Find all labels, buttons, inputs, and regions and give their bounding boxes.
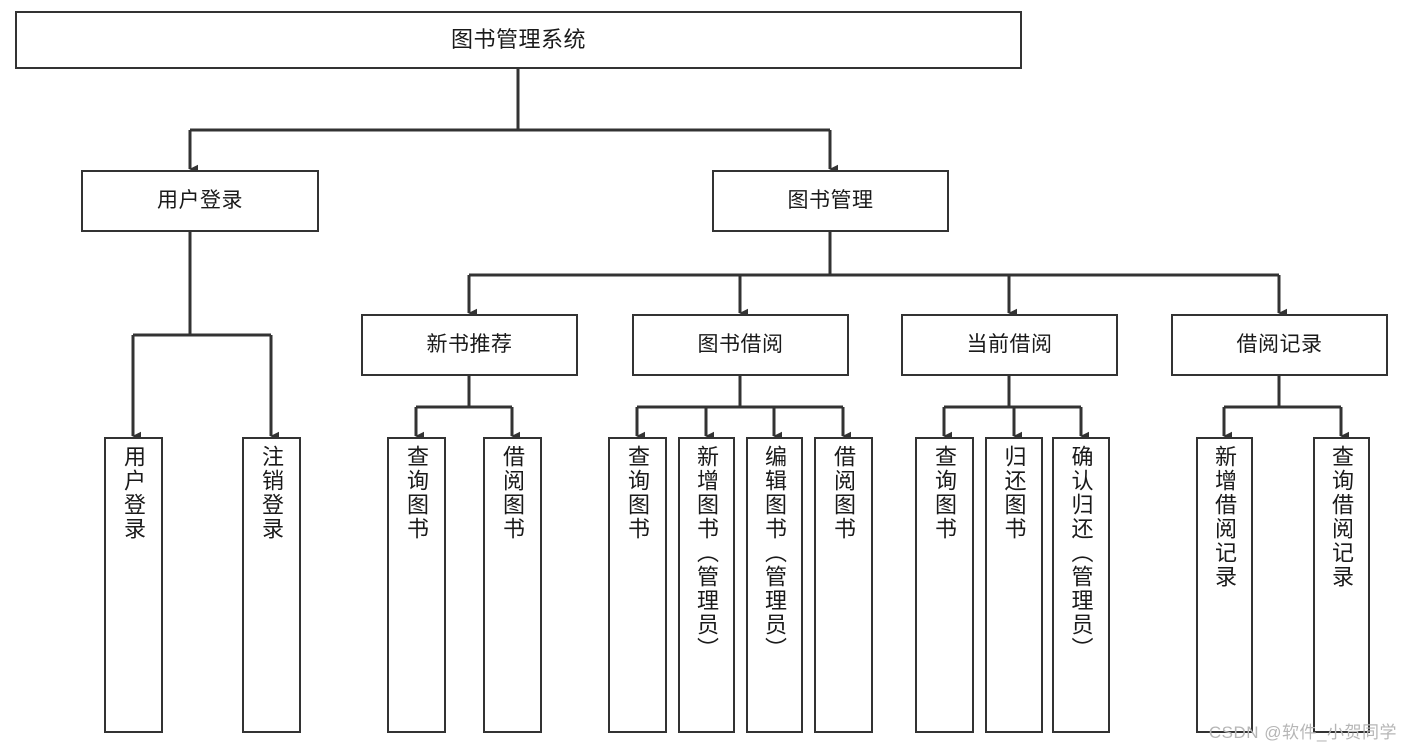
node-label: 用户登录 (121, 445, 147, 541)
node-level2-0[interactable]: 新书推荐 (361, 314, 578, 376)
watermark-text: CSDN @软件_小贺同学 (1208, 723, 1397, 742)
node-label: 查询图书 (932, 445, 958, 541)
node-leaf-2[interactable]: 查询图书 (387, 437, 446, 733)
node-level2-3[interactable]: 借阅记录 (1171, 314, 1388, 376)
node-label: 注销登录 (259, 445, 285, 541)
node-label: 借阅记录 (1236, 333, 1323, 357)
node-leaf-7[interactable]: 借阅图书 (814, 437, 873, 733)
node-leaf-0[interactable]: 用户登录 (104, 437, 163, 733)
node-label: 新增图书（管理员） (694, 445, 720, 661)
node-label: 新书推荐 (426, 333, 513, 357)
node-level2-1[interactable]: 图书借阅 (632, 314, 849, 376)
node-leaf-10[interactable]: 确认归还（管理员） (1052, 437, 1110, 733)
node-leaf-1[interactable]: 注销登录 (242, 437, 301, 733)
node-level2-2[interactable]: 当前借阅 (901, 314, 1118, 376)
node-root[interactable]: 图书管理系统 (15, 11, 1022, 69)
node-label: 查询图书 (404, 445, 430, 541)
node-level1-1[interactable]: 图书管理 (712, 170, 949, 232)
node-label: 图书管理系统 (450, 26, 586, 52)
node-label: 当前借阅 (966, 333, 1053, 357)
node-leaf-6[interactable]: 编辑图书（管理员） (746, 437, 803, 733)
node-leaf-9[interactable]: 归还图书 (985, 437, 1043, 733)
node-leaf-5[interactable]: 新增图书（管理员） (678, 437, 735, 733)
node-label: 确认归还（管理员） (1068, 445, 1094, 661)
node-label: 借阅图书 (500, 445, 526, 541)
node-label: 查询图书 (625, 445, 651, 541)
node-leaf-8[interactable]: 查询图书 (915, 437, 974, 733)
node-leaf-12[interactable]: 查询借阅记录 (1313, 437, 1370, 733)
node-leaf-3[interactable]: 借阅图书 (483, 437, 542, 733)
node-label: 图书借阅 (697, 333, 784, 357)
node-leaf-11[interactable]: 新增借阅记录 (1196, 437, 1253, 733)
node-level1-0[interactable]: 用户登录 (81, 170, 319, 232)
node-label: 编辑图书（管理员） (762, 445, 788, 661)
node-label: 新增借阅记录 (1212, 445, 1238, 589)
node-label: 查询借阅记录 (1329, 445, 1355, 589)
node-leaf-4[interactable]: 查询图书 (608, 437, 667, 733)
node-label: 借阅图书 (831, 445, 857, 541)
node-label: 归还图书 (1001, 445, 1027, 541)
node-label: 图书管理 (787, 189, 874, 213)
node-label: 用户登录 (157, 189, 243, 213)
